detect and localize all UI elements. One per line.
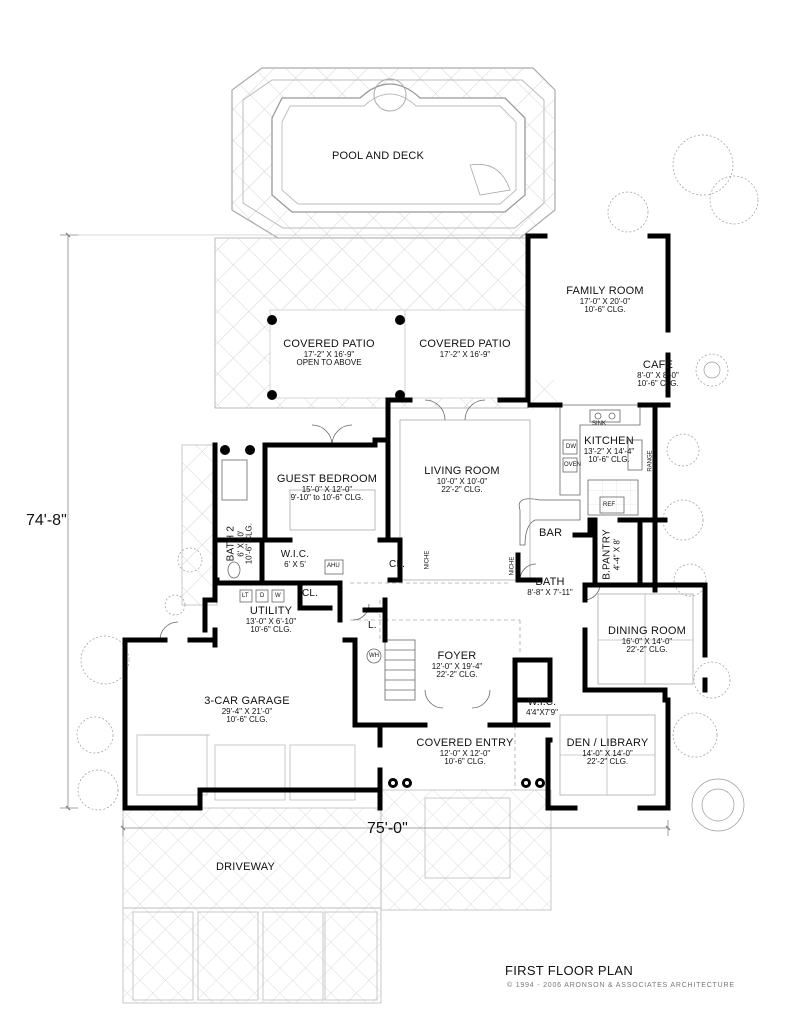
- bath2-clg: 10'-6" CLG.: [244, 523, 254, 565]
- guest-bedroom-name: GUEST BEDROOM: [276, 473, 378, 485]
- foyer-name: FOYER: [437, 650, 477, 662]
- pool-deck: [231, 67, 556, 239]
- covered-patio-left-size: 17'-2" X 16'-9": [303, 349, 355, 359]
- living-room-name: LIVING ROOM: [424, 465, 500, 477]
- guest-bedroom-size: 15'-0" X 12'-0": [301, 484, 353, 494]
- utility-size: 13'-0" X 6'-10": [245, 616, 297, 626]
- covered-patio-left-note: OPEN TO ABOVE: [296, 357, 362, 367]
- sink-tag: SINK: [592, 421, 607, 427]
- overall-width-dimension: 75'-0": [367, 820, 408, 837]
- utility-label: UTILITY 13'-0" X 6'-10" 10'-6" CLG.: [236, 605, 306, 634]
- refrigerator-tag: REF: [603, 502, 615, 508]
- driveway-paving: [122, 789, 552, 1004]
- guest-wic-name: W.I.C.: [280, 549, 310, 560]
- foyer-clg: 22'-2" CLG.: [436, 669, 478, 679]
- bath-label: BATH 8'-8" X 7'-11": [520, 576, 580, 597]
- rear-terrace: [181, 237, 560, 606]
- oven-tag: OVEN: [564, 462, 582, 468]
- guest-wic-label: W.I.C. 6' X 5': [270, 549, 320, 569]
- bath2-name: BATH 2: [225, 525, 237, 562]
- guest-bedroom-label: GUEST BEDROOM 15'-0" X 12'-0" 9'-10" to …: [272, 473, 382, 502]
- closet-label-b: CL.: [302, 588, 319, 599]
- garage-label: 3-CAR GARAGE 29'-4" X 21'-0" 10'-6" CLG.: [202, 695, 292, 724]
- family-room-size: 17'-0" X 20'-0": [579, 296, 631, 306]
- foyer-label: FOYER 12'-0" X 19'-4" 22'-2" CLG.: [422, 650, 492, 679]
- den-library-clg: 22'-2" CLG.: [586, 756, 629, 766]
- closet-label-a: CL.: [389, 559, 406, 570]
- kitchen-name: KITCHEN: [584, 435, 634, 447]
- range-tag: RANGE: [647, 450, 654, 472]
- family-room-label: FAMILY ROOM 17'-0" X 20'-0" 10'-6" CLG.: [560, 285, 650, 314]
- cafe-label: CAFE 8'-0" X 8'-0" 10'-6" CLG.: [628, 359, 688, 388]
- ahu-tag: AHU: [327, 563, 340, 569]
- kitchen-label: KITCHEN 13'-2" X 14'-4" 10'-6" CLG.: [573, 435, 645, 464]
- living-room-label: LIVING ROOM 10'-0" X 10'-0" 22'-2" CLG.: [416, 465, 508, 494]
- covered-patio-right-size: 17'-2" X 16'-9": [439, 349, 491, 359]
- driveway-label: DRIVEWAY: [216, 861, 276, 873]
- den-wic-name: W.I.C.: [527, 697, 557, 708]
- garage-name: 3-CAR GARAGE: [204, 695, 290, 707]
- niche-tag-a: NICHE: [424, 550, 431, 570]
- kitchen-size: 13'-2" X 14'-4": [583, 446, 635, 456]
- overall-depth-dimension: 74'-8": [26, 512, 67, 529]
- dishwasher-tag: DW: [566, 444, 576, 450]
- dimension-lines: [60, 232, 671, 836]
- cafe-clg: 10'-6" CLG.: [637, 378, 679, 388]
- family-room-name: FAMILY ROOM: [566, 285, 644, 297]
- bar-label: BAR: [539, 527, 563, 539]
- interior-details: [136, 399, 694, 801]
- covered-patio-left-name: COVERED PATIO: [283, 338, 375, 350]
- exterior-walls: [122, 233, 708, 811]
- bath2-label: BATH 2 6' X 10' 10'-6" CLG.: [225, 514, 254, 574]
- living-room-clg: 22'-2" CLG.: [441, 484, 483, 494]
- family-room-clg: 10'-6" CLG.: [584, 304, 626, 314]
- covered-entry-name: COVERED ENTRY: [416, 737, 514, 749]
- covered-patio-left-label: COVERED PATIO 17'-2" X 16'-9" OPEN TO AB…: [280, 338, 378, 367]
- columns: [220, 315, 545, 788]
- water-heater-tag: WH: [369, 653, 379, 659]
- den-library-name: DEN / LIBRARY: [566, 737, 649, 749]
- foyer-size: 12'-0" X 19'-4": [431, 661, 483, 671]
- plan-title: FIRST FLOOR PLAN: [505, 963, 634, 978]
- cafe-size: 8'-0" X 8'-0": [637, 370, 679, 380]
- living-room-size: 10'-0" X 10'-0": [436, 476, 488, 486]
- guest-bedroom-clg: 9'-10" to 10'-6" CLG.: [290, 492, 364, 502]
- utility-name: UTILITY: [249, 605, 293, 617]
- covered-entry-size: 12'-0" X 12'-0": [439, 748, 491, 758]
- washer-tag: W: [275, 593, 281, 599]
- garage-clg: 10'-6" CLG.: [226, 714, 268, 724]
- covered-patio-right-name: COVERED PATIO: [419, 338, 511, 350]
- dining-room-clg: 22'-2" CLG.: [626, 644, 668, 654]
- guest-wic-size: 6' X 5': [284, 559, 306, 569]
- dining-room-label: DINING ROOM 16'-0" X 14'-0" 22'-2" CLG.: [603, 625, 691, 654]
- dining-room-name: DINING ROOM: [608, 625, 686, 637]
- den-wic-size: 4'4"X7'9": [526, 707, 558, 717]
- kitchen-clg: 10'-6" CLG.: [588, 454, 630, 464]
- den-wic-label: W.I.C. 4'4"X7'9": [517, 697, 567, 717]
- pool-deck-label: POOL AND DECK: [332, 150, 425, 162]
- den-library-size: 14'-0" X 14'-0": [582, 748, 633, 758]
- covered-entry-clg: 10'-6" CLG.: [444, 756, 486, 766]
- linen-label: L.: [368, 620, 377, 631]
- pantry-size: 4'-4" X 8': [612, 538, 622, 571]
- pantry-label: B.PANTRY 4'-4" X 8': [601, 524, 622, 584]
- bath-size: 8'-8" X 7'-11": [527, 587, 573, 597]
- landscape-plantings: [76, 134, 759, 832]
- niche-tag-b: NICHE: [509, 556, 516, 576]
- laundry-tub-tag: LT: [242, 593, 249, 599]
- covered-entry-label: COVERED ENTRY 12'-0" X 12'-0" 10'-6" CLG…: [415, 737, 515, 766]
- cafe-name: CAFE: [642, 359, 674, 371]
- bath-name: BATH: [535, 576, 565, 588]
- covered-patio-right-label: COVERED PATIO 17'-2" X 16'-9": [410, 338, 520, 359]
- dining-room-size: 16'-0" X 14'-0": [621, 636, 673, 646]
- dryer-tag: D: [260, 593, 265, 599]
- den-library-label: DEN / LIBRARY 14'-0" X 14'-0" 22'-2" CLG…: [560, 737, 655, 766]
- utility-clg: 10'-6" CLG.: [250, 624, 292, 634]
- pantry-name: B.PANTRY: [601, 529, 613, 580]
- copyright-notice: © 1994 - 2006 ARONSON & ASSOCIATES ARCHI…: [507, 982, 735, 989]
- garage-size: 29'-4" X 21'-0": [221, 706, 273, 716]
